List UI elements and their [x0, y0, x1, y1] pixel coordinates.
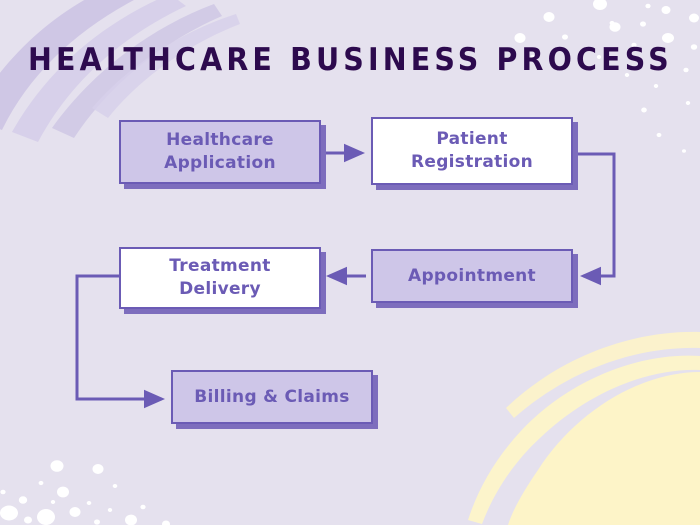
brushstroke-top-left	[0, 0, 240, 142]
node-label: Healthcare Application	[164, 130, 276, 173]
node-label: Appointment	[407, 265, 536, 286]
node-label: Patient Registration	[410, 129, 534, 172]
process-node-billing-claims[interactable]: Billing & Claims	[171, 370, 373, 424]
node-label: Billing & Claims	[194, 386, 350, 407]
process-node-healthcare-application[interactable]: Healthcare Application	[119, 120, 321, 184]
node-label: Treatment Delivery	[169, 256, 271, 299]
process-node-appointment[interactable]: Appointment	[371, 249, 573, 303]
page-title: HEALTHCARE BUSINESS PROCESS	[28, 42, 673, 78]
process-node-treatment-delivery[interactable]: Treatment Delivery	[119, 247, 321, 309]
dot-cluster-bottom-left	[0, 460, 170, 525]
process-node-patient-registration[interactable]: Patient Registration	[371, 117, 573, 185]
dot-cluster-top-right	[514, 0, 699, 153]
blob-bottom-right	[468, 331, 700, 525]
